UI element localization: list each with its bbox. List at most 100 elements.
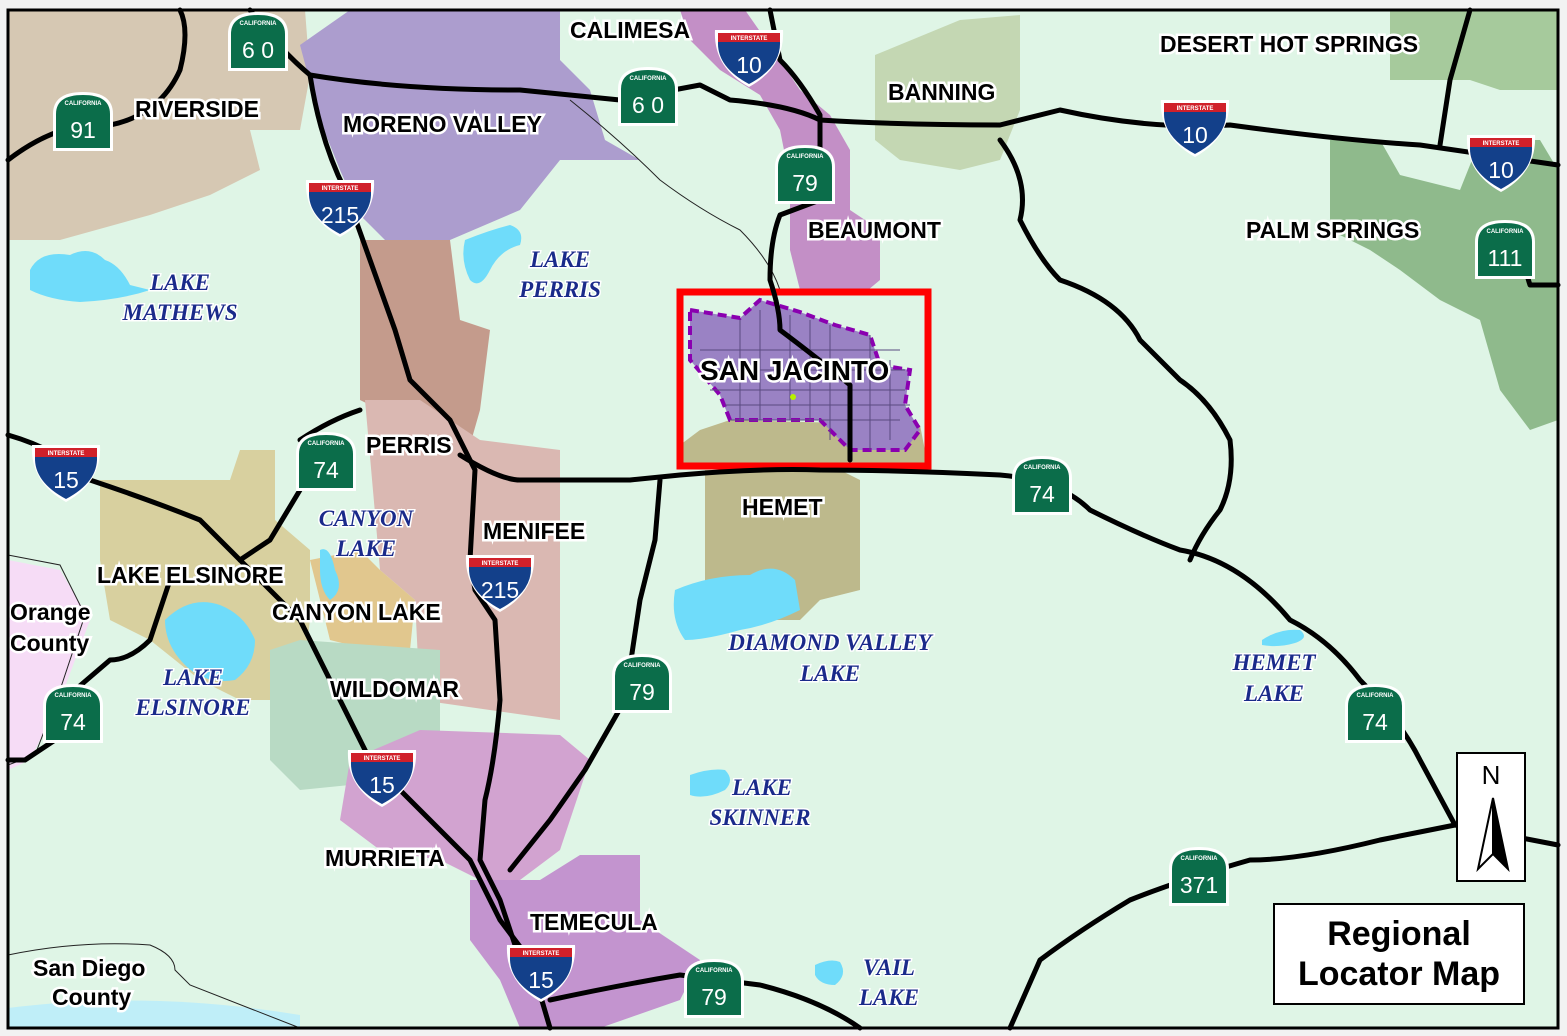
svg-text:15: 15 <box>369 772 395 798</box>
roads <box>5 7 1561 1031</box>
lake-label-diamond-valley-line2: LAKE <box>799 661 860 686</box>
lake-label-skinner-line1: LAKE <box>731 775 792 800</box>
map-title-line1: Regional <box>1327 915 1471 953</box>
city-label-beaumont: BEAUMONT <box>808 217 941 243</box>
city-label-temecula: TEMECULA <box>530 909 658 935</box>
lake-perris-water <box>463 225 522 284</box>
map-frame <box>6 8 1560 1030</box>
lake-skinner-water <box>690 769 730 797</box>
lake-label-mathews-line1: LAKE <box>149 270 210 295</box>
san-jacinto-boundary <box>688 297 923 452</box>
diamond-valley-lake-water <box>673 568 800 640</box>
lake-label-mathews-line2: MATHEWS <box>121 300 237 325</box>
svg-text:CALIFORNIA: CALIFORNIA <box>308 441 346 447</box>
lake-label-canyon-line2: LAKE <box>335 536 396 561</box>
svg-text:INTERSTATE: INTERSTATE <box>322 186 359 192</box>
moreno-valley-area <box>300 10 640 240</box>
svg-text:INTERSTATE: INTERSTATE <box>364 756 401 762</box>
svg-text:15: 15 <box>53 467 79 493</box>
north-arrow-box: N <box>1456 752 1526 882</box>
svg-text:111: 111 <box>1488 245 1523 271</box>
svg-text:74: 74 <box>1362 709 1388 735</box>
county-labels: Orange County San Diego County <box>8 597 148 1013</box>
svg-text:371: 371 <box>1180 872 1218 898</box>
lake-label-vail-line2: LAKE <box>858 985 919 1010</box>
shield-i10-b: INTERSTATE 10 <box>1160 100 1230 157</box>
banning-area <box>875 15 1020 170</box>
lake-label-diamond-valley-line1: DIAMOND VALLEY <box>727 630 933 655</box>
svg-text:INTERSTATE: INTERSTATE <box>1177 106 1214 112</box>
svg-text:CALIFORNIA: CALIFORNIA <box>1181 856 1219 862</box>
svg-text:CALIFORNIA: CALIFORNIA <box>624 663 662 669</box>
city-label-desert-hot-springs: DESERT HOT SPRINGS <box>1160 31 1418 57</box>
focus-box <box>676 288 932 470</box>
city-label-murrieta: MURRIETA <box>325 845 445 871</box>
city-label-calimesa: CALIMESA <box>570 17 690 43</box>
orange-county-area <box>8 560 90 770</box>
county-label-san-diego-line1: San Diego <box>33 955 145 981</box>
city-label-canyon-lake: CANYON LAKE <box>272 599 441 625</box>
road-i10-60 <box>247 7 1561 168</box>
svg-text:6 0: 6 0 <box>242 37 274 63</box>
hemet-lake-water <box>1262 629 1304 647</box>
svg-text:79: 79 <box>701 984 727 1010</box>
svg-text:CALIFORNIA: CALIFORNIA <box>787 154 825 160</box>
road-79-southeast <box>547 972 863 1031</box>
shield-ca74-d: CALIFORNIA 74 <box>1345 684 1405 743</box>
road-74-east <box>457 452 1561 848</box>
svg-text:INTERSTATE: INTERSTATE <box>731 36 768 42</box>
lake-label-vail-line1: VAIL <box>863 955 915 980</box>
city-label-lake-elsinore: LAKE ELSINORE <box>97 562 284 588</box>
svg-text:CALIFORNIA: CALIFORNIA <box>1487 229 1525 235</box>
north-label: N <box>1481 760 1501 790</box>
lake-label-hemet-line1: HEMET <box>1231 650 1316 675</box>
city-labels: RIVERSIDE MORENO VALLEY CALIMESA BANNING… <box>95 15 1422 938</box>
county-label-orange-line1: Orange <box>10 599 91 625</box>
svg-text:74: 74 <box>60 709 86 735</box>
desert-hot-springs-area <box>1390 10 1558 90</box>
city-label-riverside: RIVERSIDE <box>135 96 259 122</box>
road-243 <box>997 137 1234 563</box>
road-i215-south <box>467 557 523 963</box>
shield-i10-a: INTERSTATE 10 <box>714 30 784 87</box>
city-label-wildomar: WILDOMAR <box>330 676 459 702</box>
shield-i15-a: INTERSTATE 15 <box>31 445 101 502</box>
perris-north-area <box>360 240 490 480</box>
map-title-box: Regional Locator Map <box>1273 903 1525 1005</box>
city-label-san-jacinto: SAN JACINTO <box>700 355 889 386</box>
city-label-palm-springs: PALM SPRINGS <box>1246 217 1419 243</box>
svg-text:CALIFORNIA: CALIFORNIA <box>1357 693 1395 699</box>
svg-text:74: 74 <box>313 457 339 483</box>
road-i215-north <box>307 72 478 563</box>
svg-text:10: 10 <box>736 52 762 78</box>
shield-ca371: CALIFORNIA 371 <box>1169 847 1229 906</box>
svg-text:CALIFORNIA: CALIFORNIA <box>240 21 278 27</box>
svg-text:CALIFORNIA: CALIFORNIA <box>65 101 103 107</box>
svg-text:CALIFORNIA: CALIFORNIA <box>630 76 668 82</box>
svg-text:INTERSTATE: INTERSTATE <box>48 451 85 457</box>
shield-ca74-a: CALIFORNIA 74 <box>296 432 356 491</box>
street-grid <box>700 310 910 450</box>
road-79-north <box>767 7 853 463</box>
lake-label-perris-line1: LAKE <box>529 247 590 272</box>
svg-text:10: 10 <box>1182 122 1208 148</box>
county-label-san-diego-line2: County <box>52 984 131 1010</box>
shield-ca111: CALIFORNIA 111 <box>1475 220 1535 279</box>
lake-label-perris-line2: PERRIS <box>518 277 601 302</box>
canyon-lake-water <box>320 549 339 600</box>
north-arrow-icon <box>1476 797 1510 873</box>
lake-label-skinner-line2: SKINNER <box>710 805 811 830</box>
svg-text:215: 215 <box>481 577 519 603</box>
svg-text:10: 10 <box>1488 157 1514 183</box>
svg-text:INTERSTATE: INTERSTATE <box>1483 141 1520 147</box>
